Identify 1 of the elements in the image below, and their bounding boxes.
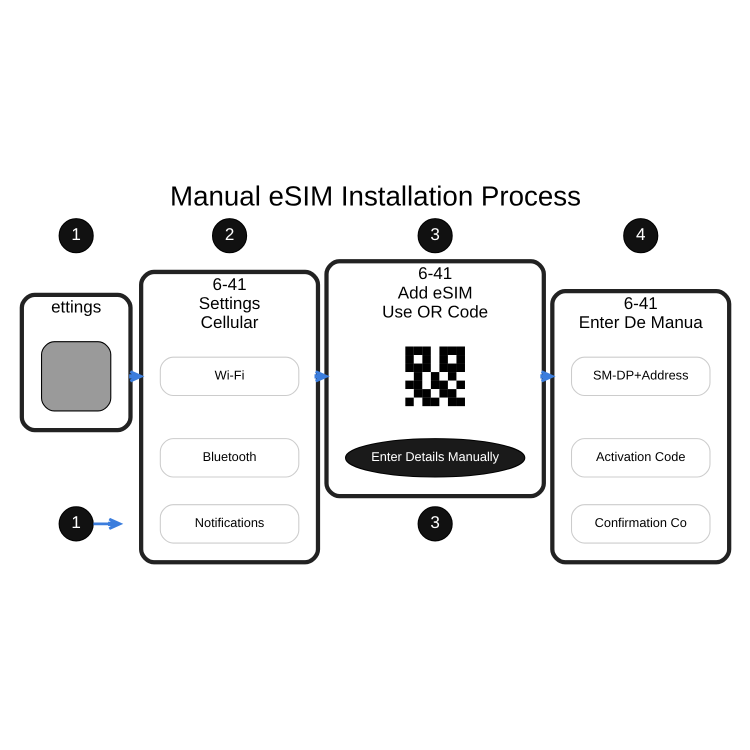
diagram-title: Manual eSIM Installation Process xyxy=(170,180,580,212)
